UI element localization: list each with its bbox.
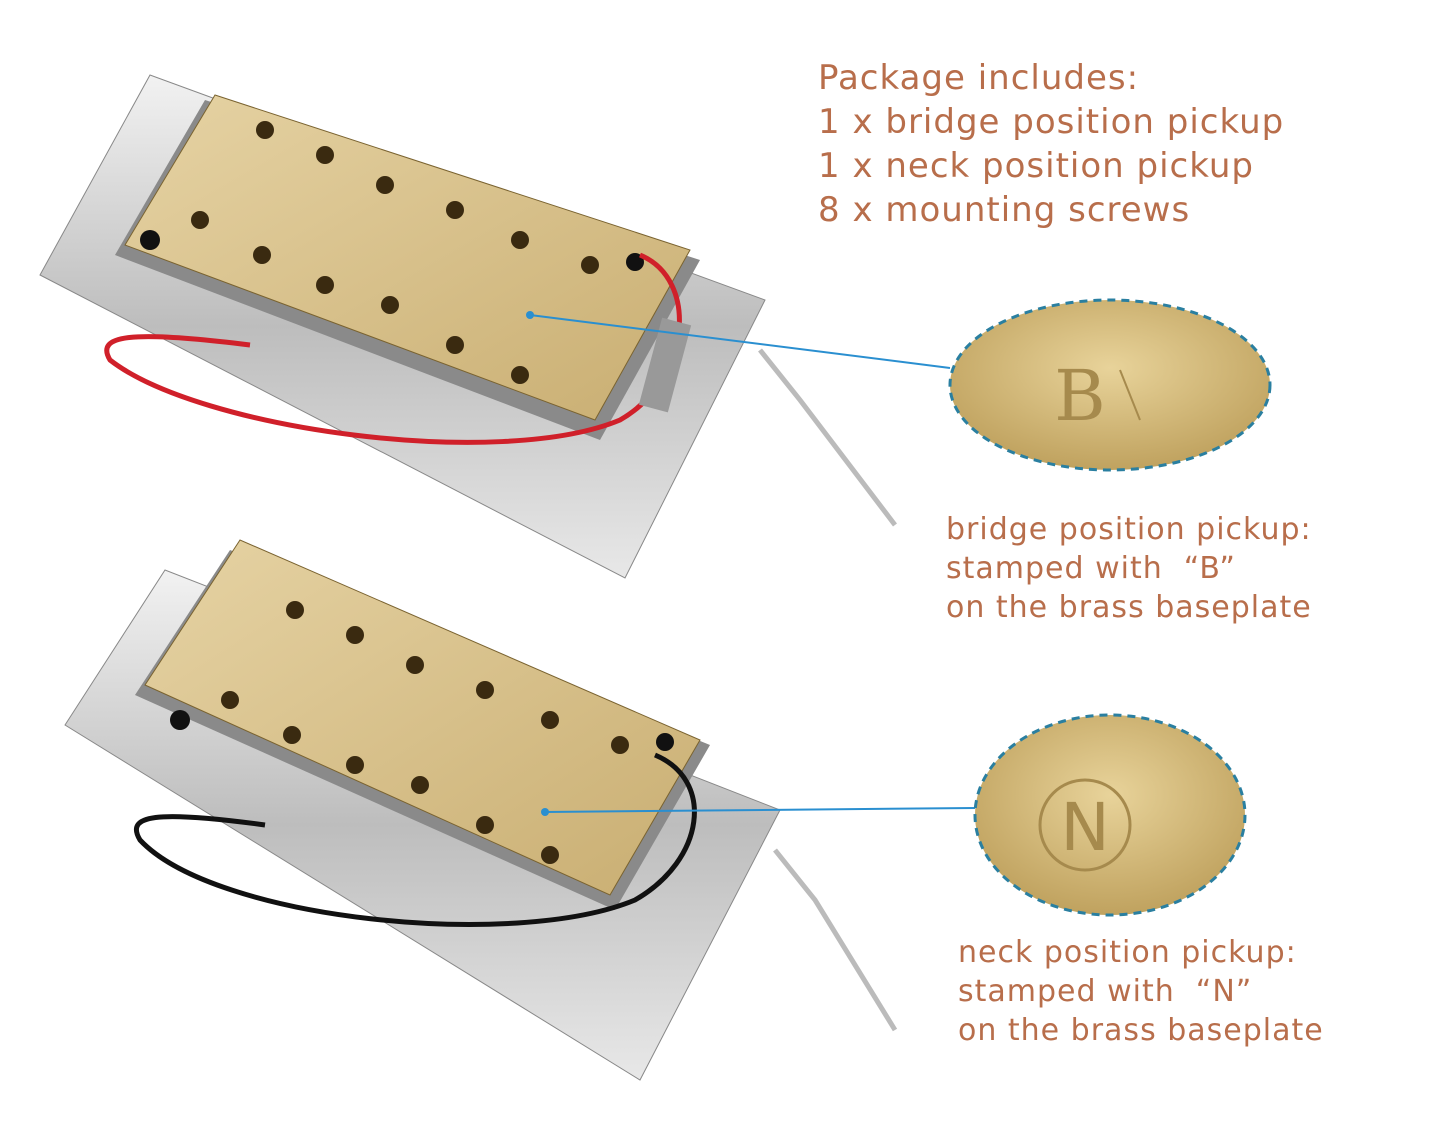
- neck-caption-line: neck position pickup:: [958, 935, 1297, 970]
- package-item: 8 x mounting screws: [818, 190, 1191, 230]
- bridge-pointer-line: [529, 314, 951, 369]
- neck-caption-line: stamped with “N”: [958, 974, 1253, 1009]
- bridge-stamp-letter: B: [1054, 355, 1105, 437]
- neck-stamp-closeup: N: [973, 713, 1247, 917]
- neck-stamp-letter: N: [1060, 789, 1109, 866]
- neck-caption: neck position pickup: stamped with “N” on …: [958, 933, 1324, 1050]
- bridge-stamp-closeup: B: [948, 298, 1272, 472]
- bridge-caption-line: bridge position pickup:: [946, 512, 1312, 547]
- bridge-pickup-image: [39, 74, 897, 579]
- package-contents: Package includes:1 x bridge position pic…: [818, 56, 1284, 232]
- bridge-caption-line: on the brass baseplate: [946, 590, 1312, 625]
- neck-pointer-line: [544, 807, 976, 813]
- package-title: Package includes:: [818, 58, 1140, 98]
- neck-caption-line: on the brass baseplate: [958, 1013, 1324, 1048]
- bridge-caption: bridge position pickup: stamped with “B” o…: [946, 510, 1312, 627]
- neck-pickup-image: [64, 539, 898, 1081]
- bridge-caption-line: stamped with “B”: [946, 551, 1236, 586]
- package-item: 1 x bridge position pickup: [818, 102, 1285, 142]
- package-item: 1 x neck position pickup: [818, 146, 1255, 186]
